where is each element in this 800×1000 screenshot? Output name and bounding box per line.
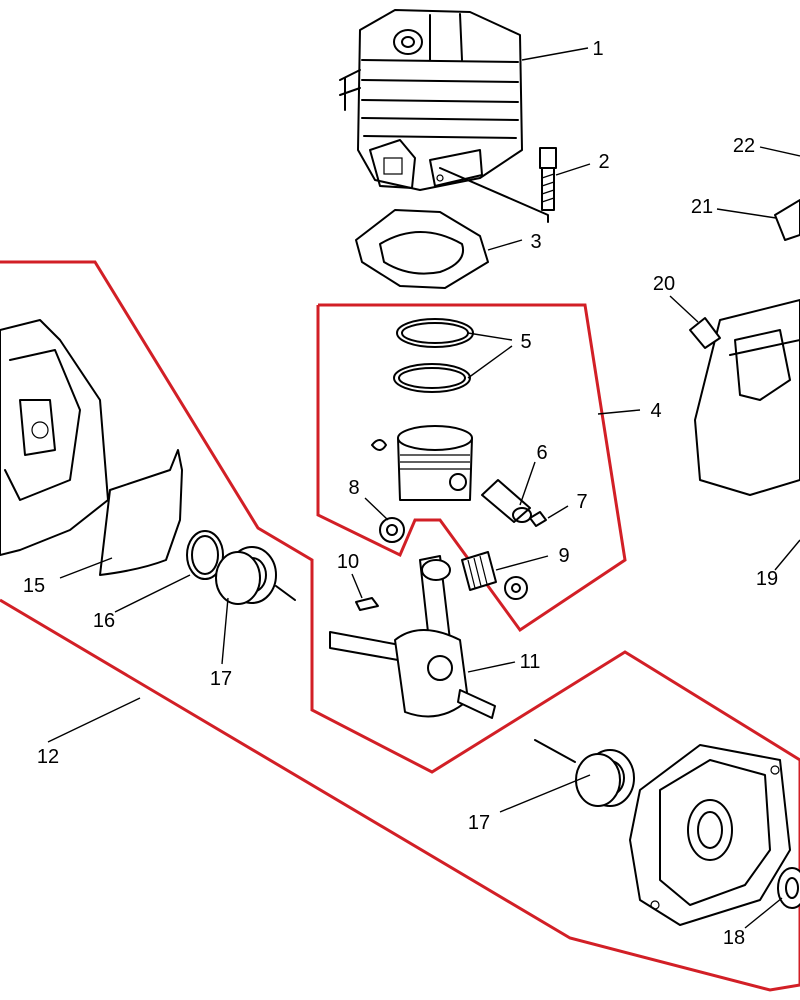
cylinder-bolt bbox=[439, 147, 557, 223]
clip-part-20 bbox=[689, 317, 721, 349]
callout-20: 20 bbox=[653, 273, 675, 295]
callout-3: 3 bbox=[530, 231, 541, 253]
crankcase-gasket bbox=[99, 449, 183, 576]
leader-lines bbox=[47, 47, 800, 929]
woodruff-key bbox=[355, 597, 379, 611]
crankcase-half-right bbox=[629, 744, 791, 926]
piston bbox=[371, 425, 473, 501]
crankshaft bbox=[329, 555, 496, 719]
housing-right bbox=[694, 299, 800, 496]
needle-bearing bbox=[461, 551, 497, 591]
cover-part-21 bbox=[774, 199, 800, 241]
callout-21: 21 bbox=[691, 196, 713, 218]
callout-17-right: 17 bbox=[468, 812, 490, 834]
callout-5: 5 bbox=[520, 331, 531, 353]
piston-pin bbox=[481, 479, 532, 523]
group-outline-crankcase bbox=[0, 260, 800, 992]
circlip bbox=[529, 511, 547, 527]
callout-10: 10 bbox=[337, 551, 359, 573]
group-outline-piston-kit bbox=[316, 303, 627, 633]
callout-1: 1 bbox=[592, 38, 603, 60]
callout-7: 7 bbox=[576, 491, 587, 513]
cylinder-gasket bbox=[355, 209, 489, 289]
callout-19: 19 bbox=[756, 568, 778, 590]
callout-16: 16 bbox=[93, 610, 115, 632]
callout-6: 6 bbox=[536, 442, 547, 464]
crankcase-half-left bbox=[0, 319, 109, 556]
callout-12: 12 bbox=[37, 746, 59, 768]
callout-22: 22 bbox=[733, 135, 755, 157]
callout-2: 2 bbox=[598, 151, 609, 173]
thrust-washer-left bbox=[379, 517, 405, 543]
cylinder bbox=[339, 9, 523, 191]
callout-9: 9 bbox=[558, 545, 569, 567]
piston-rings bbox=[393, 318, 474, 393]
callout-18: 18 bbox=[723, 927, 745, 949]
callout-11: 11 bbox=[520, 651, 541, 673]
ball-bearing-left bbox=[215, 546, 296, 605]
callout-4: 4 bbox=[650, 400, 661, 422]
snap-ring bbox=[186, 530, 224, 580]
callout-8: 8 bbox=[348, 477, 359, 499]
thrust-washer-right bbox=[504, 576, 528, 600]
oil-seal bbox=[777, 867, 800, 909]
callout-15: 15 bbox=[23, 575, 45, 597]
callout-17-left: 17 bbox=[210, 668, 232, 690]
ball-bearing-right bbox=[534, 739, 635, 807]
